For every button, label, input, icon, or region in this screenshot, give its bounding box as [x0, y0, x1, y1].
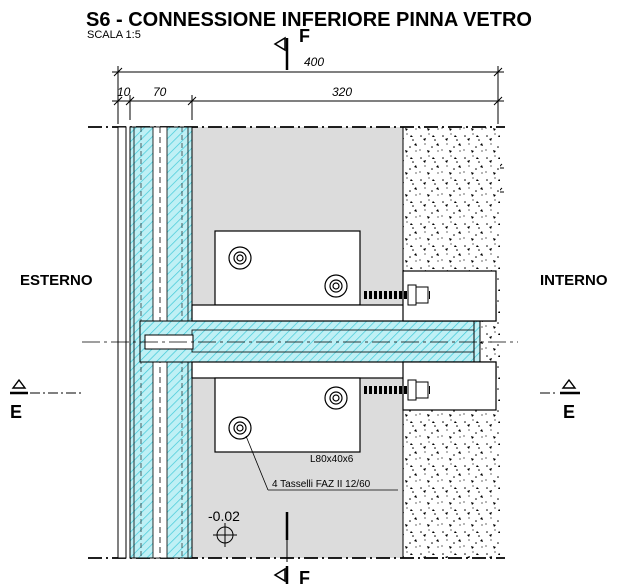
anchor-label: 4 Tasselli FAZ II 12/60 [272, 479, 371, 490]
label-interno: INTERNO [540, 272, 608, 289]
anchor-bolts [228, 246, 348, 440]
section-letter-right: E [563, 402, 575, 422]
angle-label: L80x40x6 [310, 454, 354, 465]
dim-overall: 400 [304, 55, 324, 69]
section-letter-bottom: F [299, 568, 310, 588]
level-icon [213, 523, 237, 547]
section-marker-right: E [540, 378, 580, 422]
dim-70: 70 [153, 85, 167, 99]
level-value: -0.02 [208, 508, 240, 524]
scale-label: SCALA 1:5 [87, 29, 141, 41]
section-marker-bottom: F [273, 512, 310, 588]
glass-fin [139, 313, 481, 370]
drawing-title: S6 - CONNESSIONE INFERIORE PINNA VETRO [86, 9, 532, 31]
dim-10: 10 [117, 85, 131, 99]
section-letter-left: E [10, 402, 22, 422]
angle-bracket-bottom [191, 361, 497, 453]
through-bolt-bottom [364, 379, 430, 401]
section-marker-left: E [10, 378, 82, 422]
through-bolt-top [364, 284, 430, 306]
label-esterno: ESTERNO [20, 272, 93, 289]
section-letter-top: F [299, 26, 310, 46]
dim-320-top: 320 [332, 85, 352, 99]
section-marker-top: F [273, 26, 310, 70]
angle-bracket-top [191, 230, 497, 322]
anchor-leader [245, 435, 269, 491]
